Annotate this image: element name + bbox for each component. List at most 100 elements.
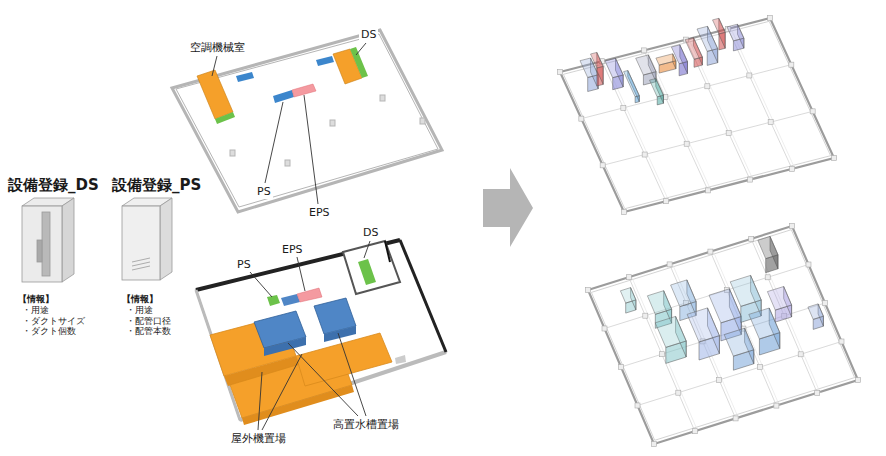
item-title: 設備登録_PS xyxy=(112,176,201,194)
ps-icon xyxy=(132,258,150,262)
roof-plate xyxy=(385,241,390,262)
model-render xyxy=(839,339,844,344)
equipment-zone xyxy=(316,56,334,66)
model-render xyxy=(747,73,752,78)
roof-plate xyxy=(358,259,376,285)
model-render xyxy=(806,262,811,267)
model-render xyxy=(789,62,794,67)
floor-plate xyxy=(380,95,385,101)
ps-icon xyxy=(160,198,172,280)
floor-plate xyxy=(172,30,442,212)
callout-label: EPS xyxy=(280,244,305,257)
info-line: 【情報】 xyxy=(8,294,99,305)
model-render xyxy=(676,390,681,395)
model-render xyxy=(619,365,624,370)
equipment-zone xyxy=(297,288,322,302)
equipment-zone xyxy=(281,294,300,306)
model-render xyxy=(620,288,636,304)
model-render xyxy=(626,275,631,280)
equipment-zone xyxy=(395,355,406,364)
model-render xyxy=(724,328,754,356)
callout-label: 空調機械室 xyxy=(188,42,247,55)
flow-arrow xyxy=(483,168,533,247)
model-render xyxy=(667,262,672,267)
leader-line xyxy=(250,272,272,297)
equipment-zone xyxy=(296,333,392,386)
model-render xyxy=(768,120,773,125)
leader-line xyxy=(288,343,358,416)
model-render xyxy=(591,230,854,441)
item-title: 設備登録_DS xyxy=(8,176,99,194)
ps-icon xyxy=(132,262,150,266)
floor-plate xyxy=(330,120,335,126)
model-render xyxy=(642,152,647,157)
model-render xyxy=(588,226,858,444)
model-render xyxy=(765,275,770,280)
model-render xyxy=(768,16,773,21)
model-render xyxy=(790,224,795,229)
ps-icon xyxy=(122,206,160,280)
model-render xyxy=(659,352,664,357)
model-render xyxy=(713,18,726,34)
model-render xyxy=(808,304,824,320)
model-render xyxy=(815,390,820,395)
callout-label: DS xyxy=(359,29,378,42)
model-render xyxy=(697,26,718,51)
model-render xyxy=(579,116,584,121)
model-render xyxy=(563,21,830,208)
model-render xyxy=(727,24,744,41)
model-render xyxy=(605,61,669,201)
model-render xyxy=(605,58,623,77)
model-render xyxy=(652,442,657,447)
model-render xyxy=(717,377,722,382)
model-render xyxy=(706,188,711,193)
model-render xyxy=(767,287,791,311)
model-render xyxy=(586,288,591,293)
leader-line xyxy=(297,257,305,291)
model-render xyxy=(632,277,698,431)
leader-line xyxy=(364,241,370,258)
info-line: ・用途 xyxy=(8,305,99,316)
model-render xyxy=(823,301,828,306)
model-render xyxy=(586,224,861,447)
info-line: ・配管口径 xyxy=(112,316,201,327)
model-render xyxy=(622,210,627,215)
ds-icon xyxy=(22,206,62,282)
ds-icon xyxy=(37,240,42,262)
callout-label: DS xyxy=(361,227,380,240)
floor-plate xyxy=(176,34,438,207)
model-render xyxy=(600,163,605,168)
callout-label: PS xyxy=(255,186,273,199)
model-render xyxy=(731,29,795,169)
model-render xyxy=(671,45,687,64)
equipment-zone xyxy=(236,72,254,82)
equipment-zone xyxy=(264,337,306,356)
model-render xyxy=(686,40,750,180)
model-render xyxy=(603,111,813,165)
model-render xyxy=(733,416,738,421)
model-render xyxy=(647,291,671,315)
info-line: ・ダクト個数 xyxy=(8,326,99,337)
equipment-zone xyxy=(273,90,294,103)
equipment-zone xyxy=(267,295,280,306)
callout-label: 屋外機置場 xyxy=(229,433,288,446)
model-render xyxy=(560,18,834,212)
model-render xyxy=(856,378,861,383)
model-render xyxy=(798,352,803,357)
model-render xyxy=(728,29,792,169)
ds-icon xyxy=(22,198,74,282)
ds-icon xyxy=(42,212,50,276)
model-render xyxy=(621,105,626,110)
leader-line xyxy=(338,333,366,416)
leader-line xyxy=(356,43,366,55)
model-render xyxy=(591,52,604,68)
leader-line xyxy=(212,43,366,204)
model-render xyxy=(749,236,754,241)
model-render xyxy=(655,316,686,347)
model-render xyxy=(664,199,669,204)
model-render xyxy=(810,109,815,114)
model-render xyxy=(689,40,753,180)
leader-line xyxy=(265,102,283,183)
ps-icon xyxy=(122,198,172,280)
info-line: ・配管本数 xyxy=(112,326,201,337)
